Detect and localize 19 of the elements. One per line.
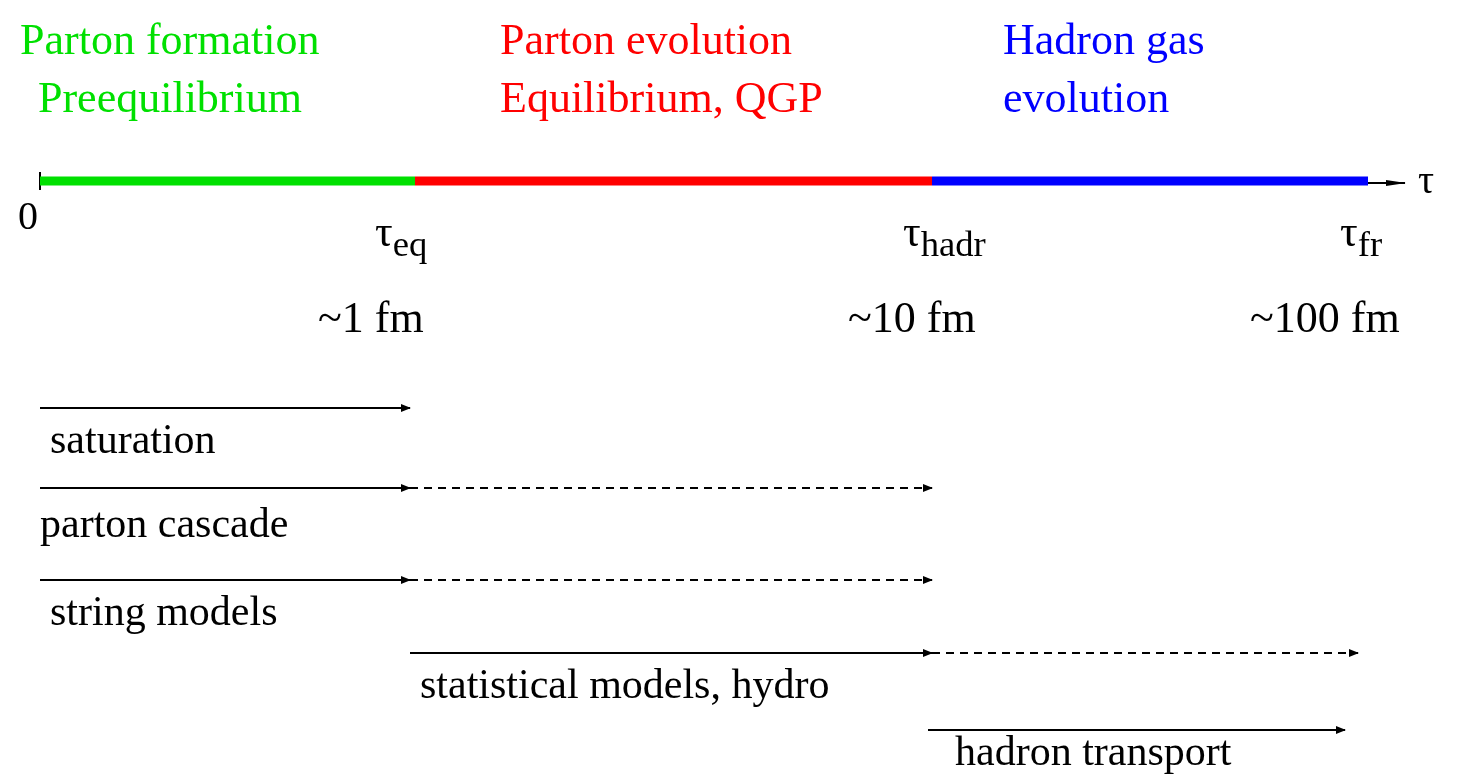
phase-label: Equilibrium, QGP bbox=[500, 76, 823, 120]
model-label: parton cascade bbox=[40, 502, 289, 544]
model-label: hadron transport bbox=[955, 730, 1232, 772]
model-label: string models bbox=[50, 590, 278, 632]
tick-label: 0 bbox=[18, 196, 38, 236]
axis-label: τ bbox=[1418, 160, 1435, 200]
time-label: ~10 fm bbox=[848, 296, 976, 340]
model-label: statistical models, hydro bbox=[420, 663, 830, 705]
phase-label: Preequilibrium bbox=[38, 76, 302, 120]
tick-label: τ$_{fr}$ bbox=[1340, 210, 1383, 263]
model-label: saturation bbox=[50, 418, 216, 460]
phase-label: Parton evolution bbox=[500, 18, 793, 62]
time-label: ~1 fm bbox=[318, 296, 424, 340]
tick-label: τ$_{eq}$ bbox=[375, 210, 428, 263]
phase-label: evolution bbox=[1003, 76, 1170, 120]
phase-label: Parton formation bbox=[20, 18, 320, 62]
time-label: ~100 fm bbox=[1250, 296, 1400, 340]
tick-label: τ$_{hadr}$ bbox=[903, 210, 986, 263]
phase-label: Hadron gas bbox=[1003, 18, 1205, 62]
